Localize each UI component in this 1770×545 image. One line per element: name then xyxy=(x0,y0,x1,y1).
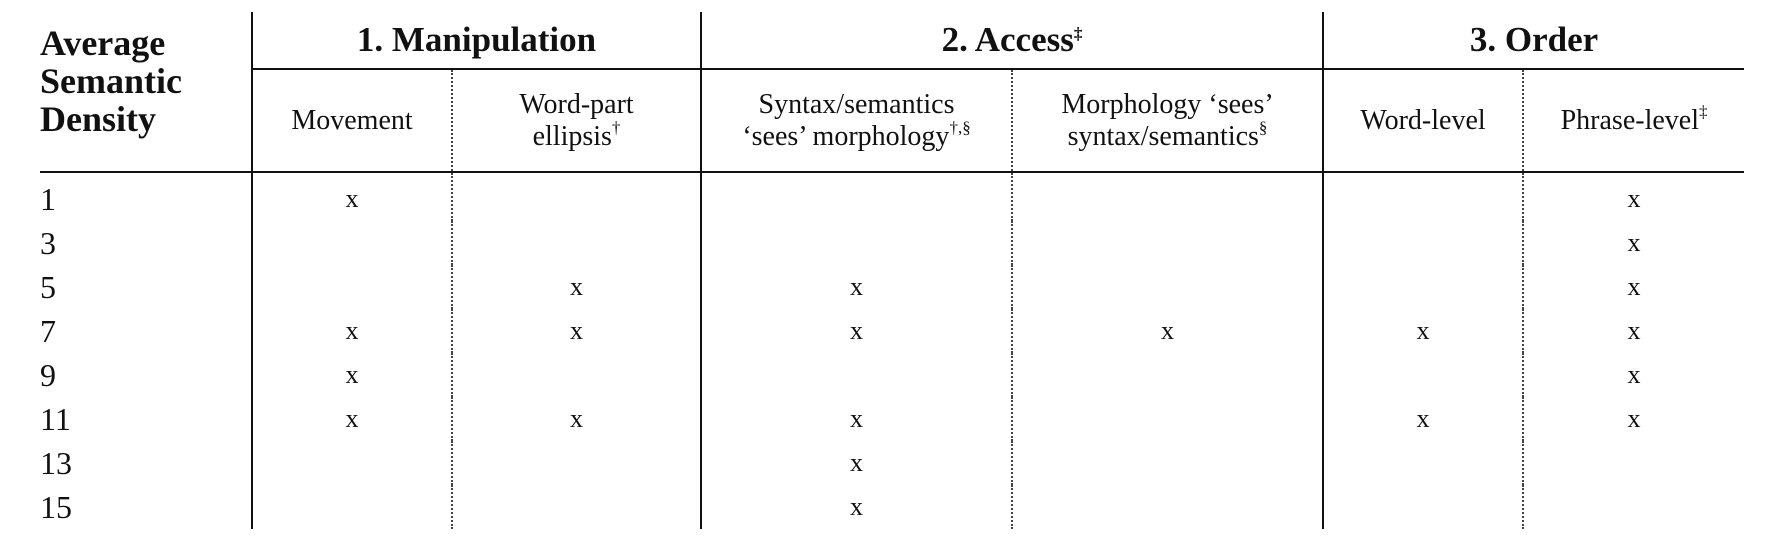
cell-word-level xyxy=(1322,221,1524,265)
density-value: 9 xyxy=(40,353,253,397)
cell-phrase-level: x xyxy=(1522,221,1745,265)
table-row: 15 x xyxy=(40,485,1745,529)
group-access: 2. Access‡ xyxy=(700,12,1324,70)
cell-movement xyxy=(252,485,452,529)
row-header-line-3: Density xyxy=(40,99,156,139)
col-phrase-level: Phrase-level‡ xyxy=(1522,69,1745,173)
col-word-part-ellipsis: Word-part ellipsis† xyxy=(450,69,702,173)
cell-phrase-level: x xyxy=(1522,353,1745,397)
cell-movement xyxy=(252,265,452,309)
density-value: 11 xyxy=(40,397,253,441)
cell-word-level xyxy=(1322,265,1524,309)
cell-syntax-sees-morphology xyxy=(700,221,1013,265)
cell-syntax-sees-morphology: x xyxy=(700,397,1013,441)
cell-word-part-ellipsis xyxy=(450,221,702,265)
cell-movement: x xyxy=(345,404,359,433)
cell-word-part-ellipsis: x xyxy=(450,265,702,309)
cell-phrase-level: x xyxy=(1522,265,1745,309)
access-footnote-mark: ‡ xyxy=(1073,24,1083,43)
col-movement: Movement xyxy=(252,69,452,173)
cell-phrase-level: x xyxy=(1522,172,1745,221)
cell-syntax-sees-morphology: x xyxy=(700,441,1013,485)
cell-word-part-ellipsis xyxy=(450,353,702,397)
cell-word-part-ellipsis xyxy=(450,441,702,485)
cell-movement xyxy=(252,441,452,485)
row-header-line-2: Semantic xyxy=(40,61,182,101)
cell-word-level xyxy=(1322,485,1524,529)
cell-morphology-sees-syntax xyxy=(1011,221,1324,265)
cell-syntax-sees-morphology: x xyxy=(700,265,1013,309)
cell-morphology-sees-syntax xyxy=(1011,485,1324,529)
cell-morphology-sees-syntax xyxy=(1011,397,1324,441)
cell-morphology-sees-syntax: x xyxy=(1011,309,1324,353)
cell-word-part-ellipsis: x xyxy=(450,397,702,441)
group-manipulation: 1. Manipulation xyxy=(252,12,702,70)
cell-movement: x xyxy=(345,316,359,345)
cell-word-level xyxy=(1322,441,1524,485)
cell-morphology-sees-syntax xyxy=(1011,172,1324,221)
semantic-density-table: Average Semantic Density 1. Manipulation… xyxy=(40,12,1745,529)
cell-morphology-sees-syntax xyxy=(1011,353,1324,397)
cell-morphology-sees-syntax xyxy=(1011,441,1324,485)
cell-phrase-level: x xyxy=(1522,309,1745,353)
density-value: 15 xyxy=(40,485,253,529)
col-morphology-sees-syntax: Morphology ‘sees’ syntax/semantics§ xyxy=(1011,69,1324,173)
density-value: 5 xyxy=(40,265,253,309)
cell-syntax-sees-morphology xyxy=(700,353,1013,397)
table-row: 1 x x xyxy=(40,172,1745,221)
cell-word-level xyxy=(1322,172,1524,221)
density-value: 1 xyxy=(40,172,253,221)
density-value: 7 xyxy=(40,309,253,353)
cell-syntax-sees-morphology: x xyxy=(700,309,1013,353)
row-header: Average Semantic Density xyxy=(40,12,253,173)
cell-movement xyxy=(252,221,452,265)
cell-phrase-level: x xyxy=(1522,397,1745,441)
density-value: 13 xyxy=(40,441,253,485)
cell-word-part-ellipsis xyxy=(450,172,702,221)
cell-word-part-ellipsis: x xyxy=(450,309,702,353)
group-order: 3. Order xyxy=(1322,12,1745,70)
cell-movement: x xyxy=(345,184,359,213)
cell-syntax-sees-morphology xyxy=(700,172,1013,221)
cell-phrase-level xyxy=(1522,441,1745,485)
cell-word-part-ellipsis xyxy=(450,485,702,529)
table-row: 13 x xyxy=(40,441,1745,485)
cell-word-level: x xyxy=(1322,309,1524,353)
density-value: 3 xyxy=(40,221,253,265)
col-word-level: Word-level xyxy=(1322,69,1524,173)
cell-morphology-sees-syntax xyxy=(1011,265,1324,309)
row-header-line-1: Average xyxy=(40,23,166,63)
cell-syntax-sees-morphology: x xyxy=(700,485,1013,529)
cell-phrase-level xyxy=(1522,485,1745,529)
table-row: 9 x x xyxy=(40,353,1745,397)
col-syntax-sees-morphology: Syntax/semantics ‘sees’ morphology†,§ xyxy=(700,69,1013,173)
cell-word-level: x xyxy=(1322,397,1524,441)
cell-word-level xyxy=(1322,353,1524,397)
cell-movement: x xyxy=(345,360,359,389)
